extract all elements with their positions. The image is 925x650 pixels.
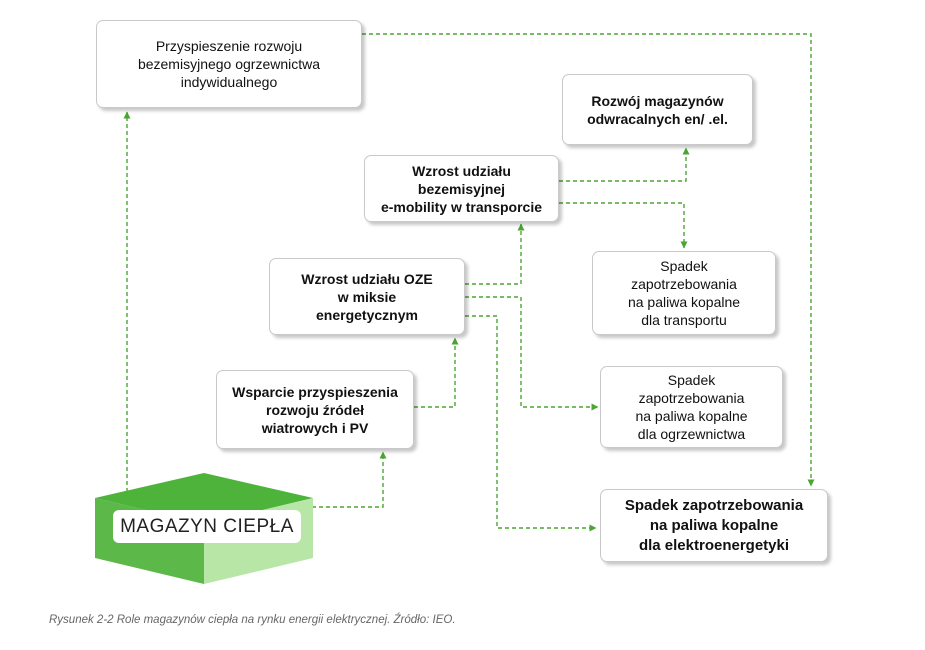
node-power-demand: Spadek zapotrzebowania na paliwa kopalne… (600, 489, 828, 562)
arrow-emobility-to-transport-demand (559, 202, 688, 249)
node-emobility-label: Wzrost udziału bezemisyjnej e-mobility w… (380, 162, 543, 215)
arrow-emobility-to-storage (559, 147, 690, 182)
arrow-oze-to-emobility (465, 223, 525, 285)
node-oze-share-label: Wzrost udziału OZE w miksie energetyczny… (301, 270, 433, 323)
figure-caption: Rysunek 2-2 Role magazynów ciepła na ryn… (49, 614, 456, 626)
arrow-oze-to-heating-demand (465, 296, 599, 411)
arrow-oze-to-power-demand (465, 315, 597, 532)
cube-label: MAGAZYN CIEPŁA (113, 510, 301, 543)
node-heating-development: Przyspieszenie rozwoju bezemisyjnego ogr… (96, 20, 362, 108)
node-wind-pv-support-label: Wsparcie przyspieszenia rozwoju źródeł w… (232, 383, 398, 436)
node-wind-pv-support: Wsparcie przyspieszenia rozwoju źródeł w… (216, 370, 414, 449)
node-emobility: Wzrost udziału bezemisyjnej e-mobility w… (364, 155, 559, 222)
node-transport-demand: Spadek zapotrzebowania na paliwa kopalne… (592, 251, 776, 335)
node-power-demand-label: Spadek zapotrzebowania na paliwa kopalne… (624, 496, 804, 554)
node-storage-development: Rozwój magazynów odwracalnych en/ .el. (562, 74, 753, 145)
node-storage-development-label: Rozwój magazynów odwracalnych en/ .el. (587, 92, 728, 127)
arrow-heating-to-power-demand (362, 33, 815, 487)
node-transport-demand-label: Spadek zapotrzebowania na paliwa kopalne… (627, 258, 741, 328)
arrow-wind-pv-to-oze (414, 337, 459, 408)
cube-top-face (95, 473, 313, 524)
node-heating-development-label: Przyspieszenie rozwoju bezemisyjnego ogr… (137, 38, 321, 90)
node-oze-share: Wzrost udziału OZE w miksie energetyczny… (269, 258, 465, 335)
arrow-cube-to-wind-pv (312, 451, 387, 508)
node-heating-demand-label: Spadek zapotrzebowania na paliwa kopalne… (635, 372, 748, 442)
cube-label-text: MAGAZYN CIEPŁA (120, 515, 294, 537)
node-heating-demand: Spadek zapotrzebowania na paliwa kopalne… (600, 366, 783, 448)
